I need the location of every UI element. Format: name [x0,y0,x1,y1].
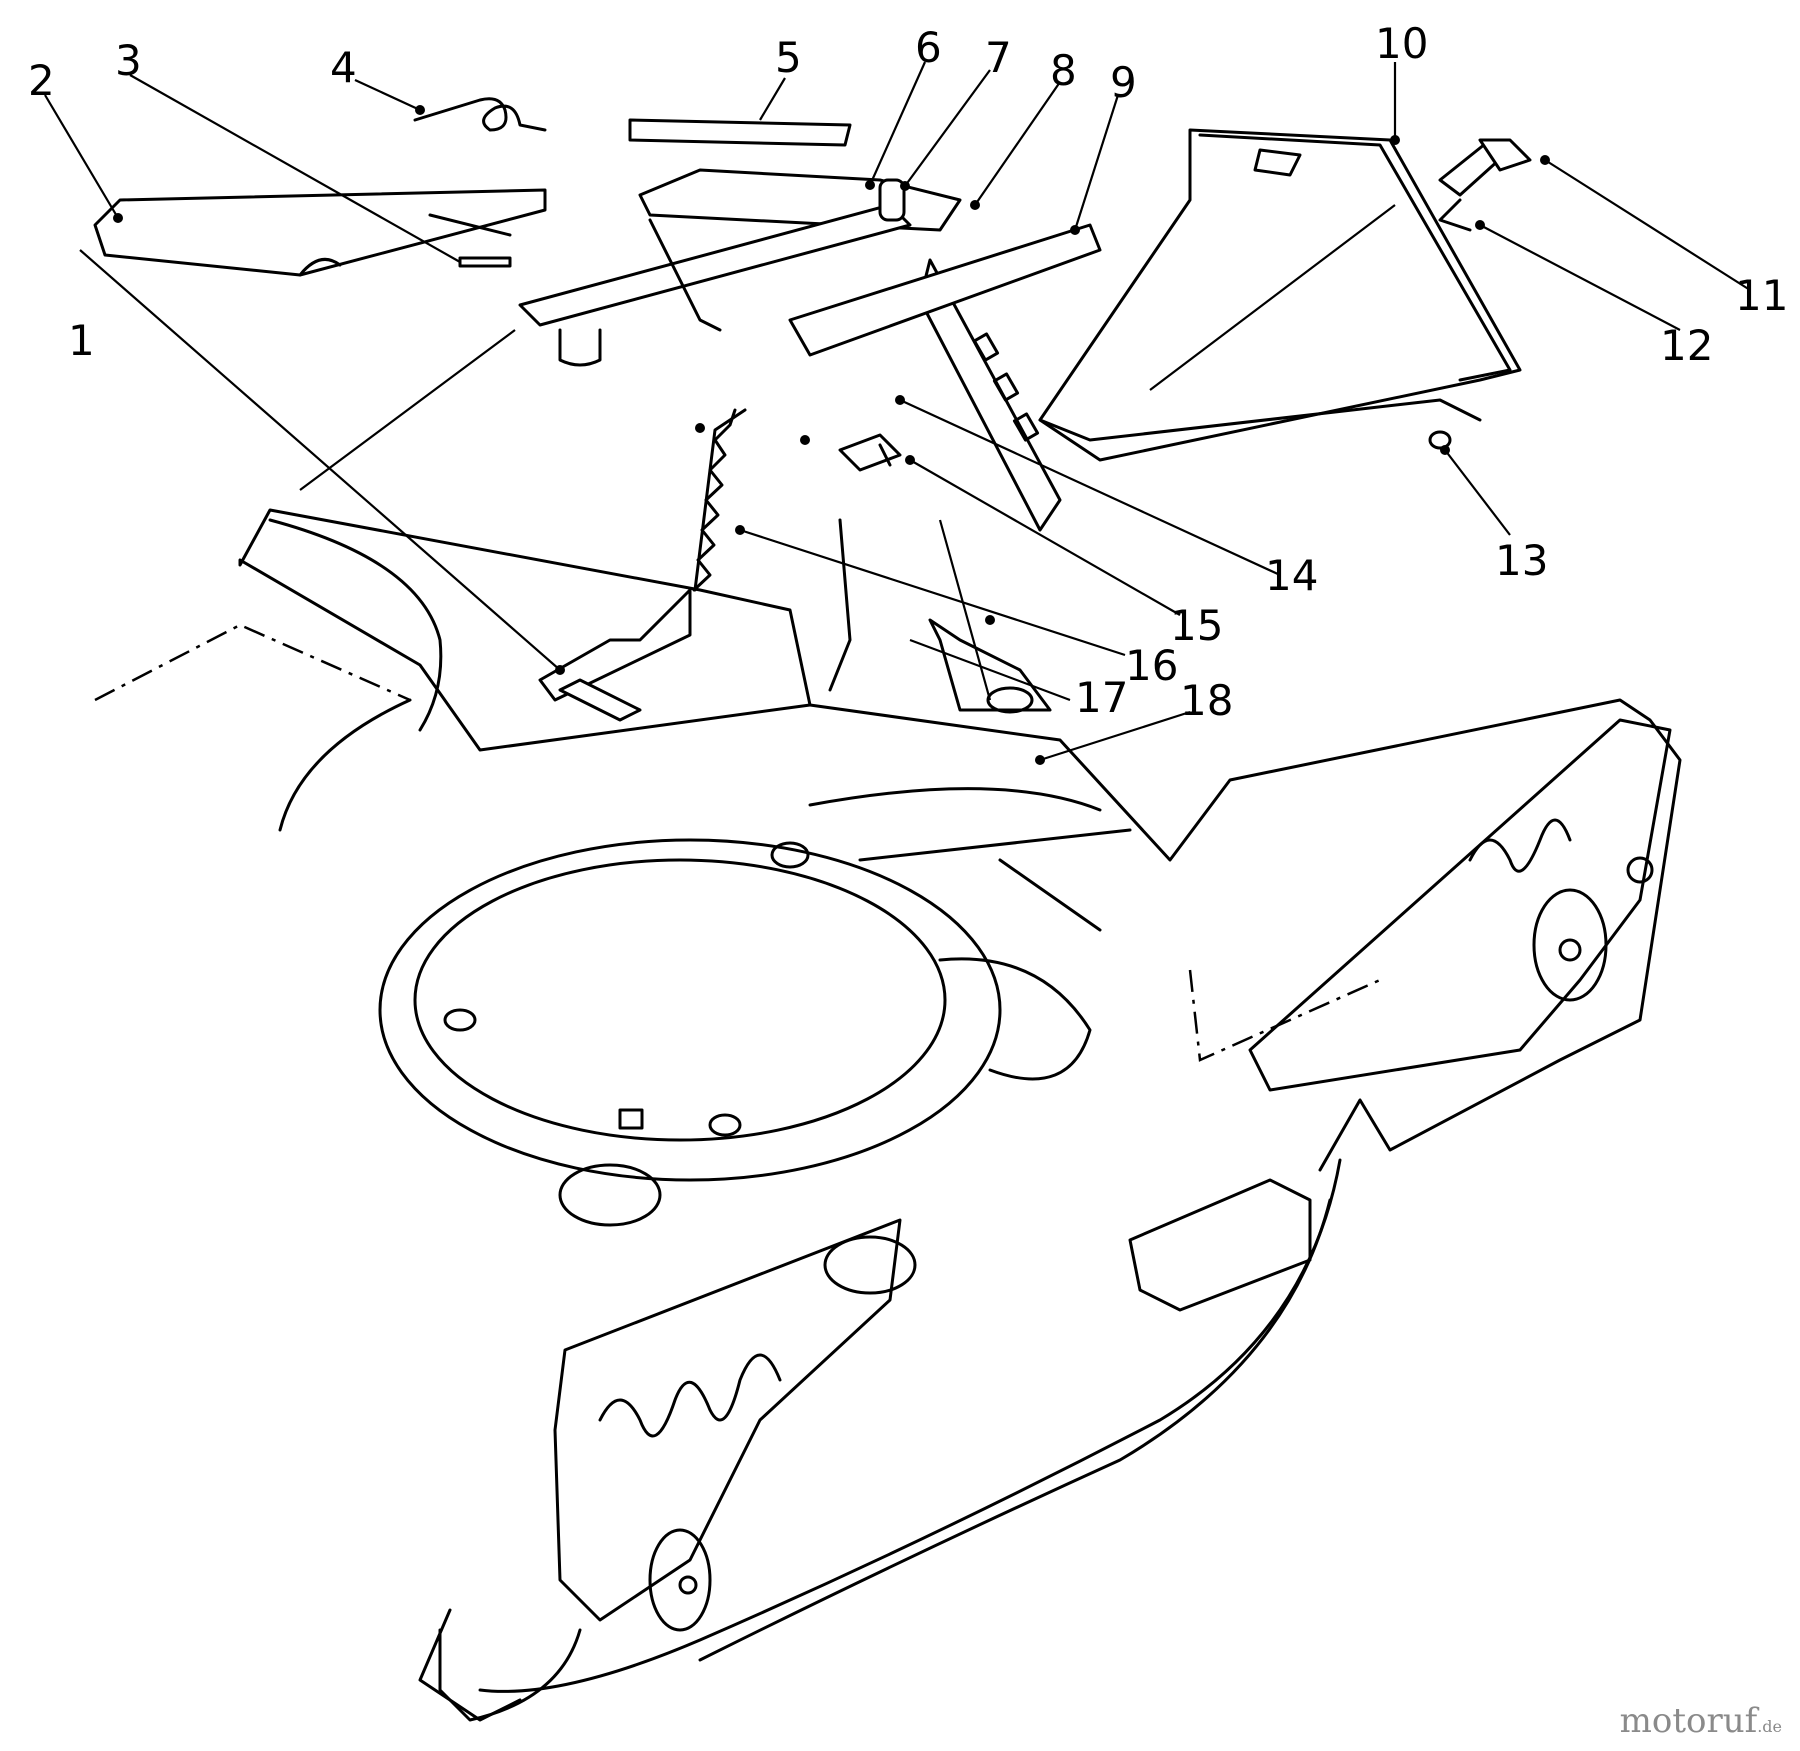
callout-10: 10 [1375,19,1428,68]
callout-7: 7 [985,33,1012,82]
nut [1428,430,1452,450]
callout-3: 3 [115,36,142,85]
callout-16: 16 [1125,641,1178,690]
latch-catch [1438,138,1532,232]
leader-lines [44,61,1751,765]
callout-1: 1 [68,316,95,365]
callout-15: 15 [1170,601,1223,650]
bag-frame [1038,128,1522,462]
spring-bracket [538,588,692,722]
foam-grip [628,118,852,147]
torsion-spring [413,97,547,132]
watermark-suffix: .de [1757,1717,1782,1736]
callout-labels: 1 2 3 4 5 6 7 8 9 10 11 12 13 14 15 16 1… [28,19,1788,725]
latch-plate [788,223,1102,357]
callout-12: 12 [1660,321,1713,370]
pivot-post [828,518,1052,714]
callout-9: 9 [1110,58,1137,107]
mower-deck [94,623,1682,1722]
watermark-name: motoruf [1619,1701,1758,1741]
handle-assembly [518,168,962,367]
callout-5: 5 [775,33,802,82]
rear-flap [93,188,547,277]
callout-4: 4 [330,43,357,92]
watermark: motoruf.de [1620,1701,1782,1741]
spring [692,408,747,592]
bolt [838,433,902,472]
discharge-shield [238,508,812,752]
callout-6: 6 [915,23,942,72]
hinge-arm [918,258,1062,532]
callout-14: 14 [1265,551,1318,600]
callout-13: 13 [1495,536,1548,585]
callout-2: 2 [28,56,55,105]
callout-18: 18 [1180,676,1233,725]
callout-11: 11 [1735,271,1788,320]
callout-8: 8 [1050,46,1077,95]
callout-17: 17 [1075,673,1128,722]
